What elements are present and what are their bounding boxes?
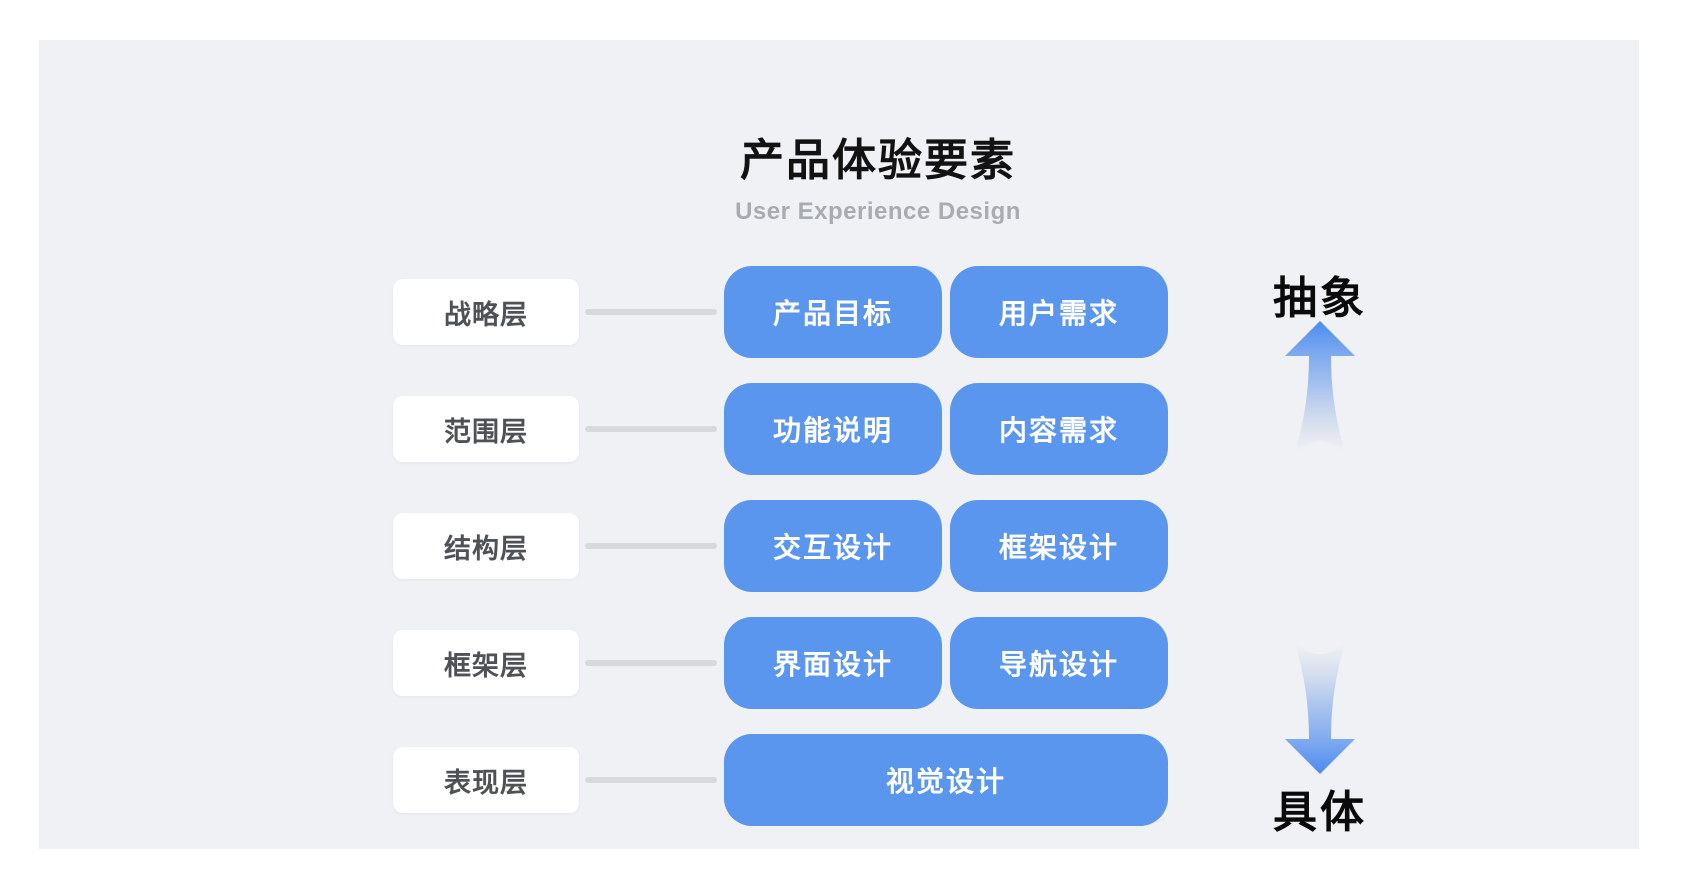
element-box: 内容需求 [950, 383, 1168, 475]
element-box: 功能说明 [724, 383, 942, 475]
layer-row-scope: 范围层 功能说明 内容需求 [393, 383, 1168, 475]
connector-line [585, 309, 717, 315]
page-subtitle: User Experience Design [735, 198, 1021, 225]
layer-row-surface: 表现层 视觉设计 [393, 734, 1168, 826]
layer-row-structure: 结构层 交互设计 框架设计 [393, 500, 1168, 592]
element-box: 产品目标 [724, 266, 942, 358]
connector-line [585, 543, 717, 549]
diagram-heading: 产品体验要素 User Experience Design [378, 124, 1378, 226]
down-arrow-icon [1285, 643, 1355, 774]
layer-row-strategy: 战略层 产品目标 用户需求 [393, 266, 1168, 358]
connector-line [585, 777, 717, 783]
layer-row-skeleton: 框架层 界面设计 导航设计 [393, 617, 1168, 709]
connector-line [585, 426, 717, 432]
connector-line [585, 660, 717, 666]
element-box: 导航设计 [950, 617, 1168, 709]
axis-label-abstract: 抽象 [1273, 274, 1367, 323]
element-box: 框架设计 [950, 500, 1168, 592]
layer-label: 范围层 [393, 396, 579, 462]
element-box: 用户需求 [950, 266, 1168, 358]
element-box: 交互设计 [724, 500, 942, 592]
layer-label: 表现层 [393, 747, 579, 813]
layer-label: 战略层 [393, 279, 579, 345]
element-box: 视觉设计 [724, 734, 1168, 826]
element-box: 界面设计 [724, 617, 942, 709]
diagram-panel: 产品体验要素 User Experience Design 战略层 产品目标 用… [39, 40, 1639, 849]
up-arrow-icon [1285, 321, 1355, 452]
axis-label-concrete: 具体 [1273, 788, 1367, 837]
page-title: 产品体验要素 [740, 136, 1016, 185]
layer-label: 框架层 [393, 630, 579, 696]
layer-label: 结构层 [393, 513, 579, 579]
